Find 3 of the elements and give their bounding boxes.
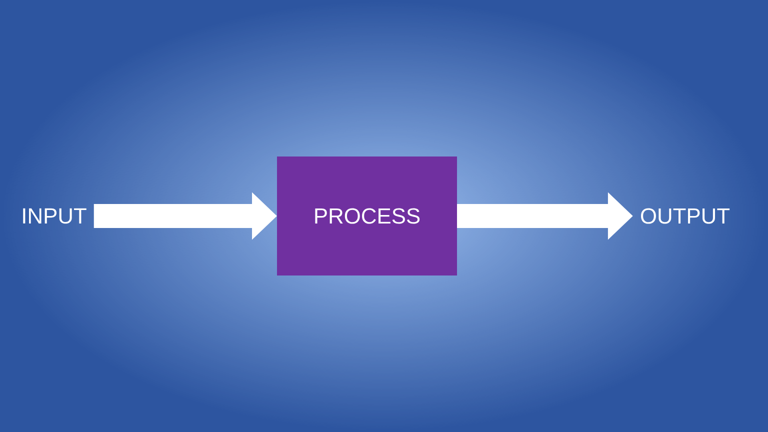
node-label: OUTPUT (640, 208, 730, 224)
process-box: PROCESS (277, 156, 457, 276)
node-label: INPUT (23, 208, 86, 224)
